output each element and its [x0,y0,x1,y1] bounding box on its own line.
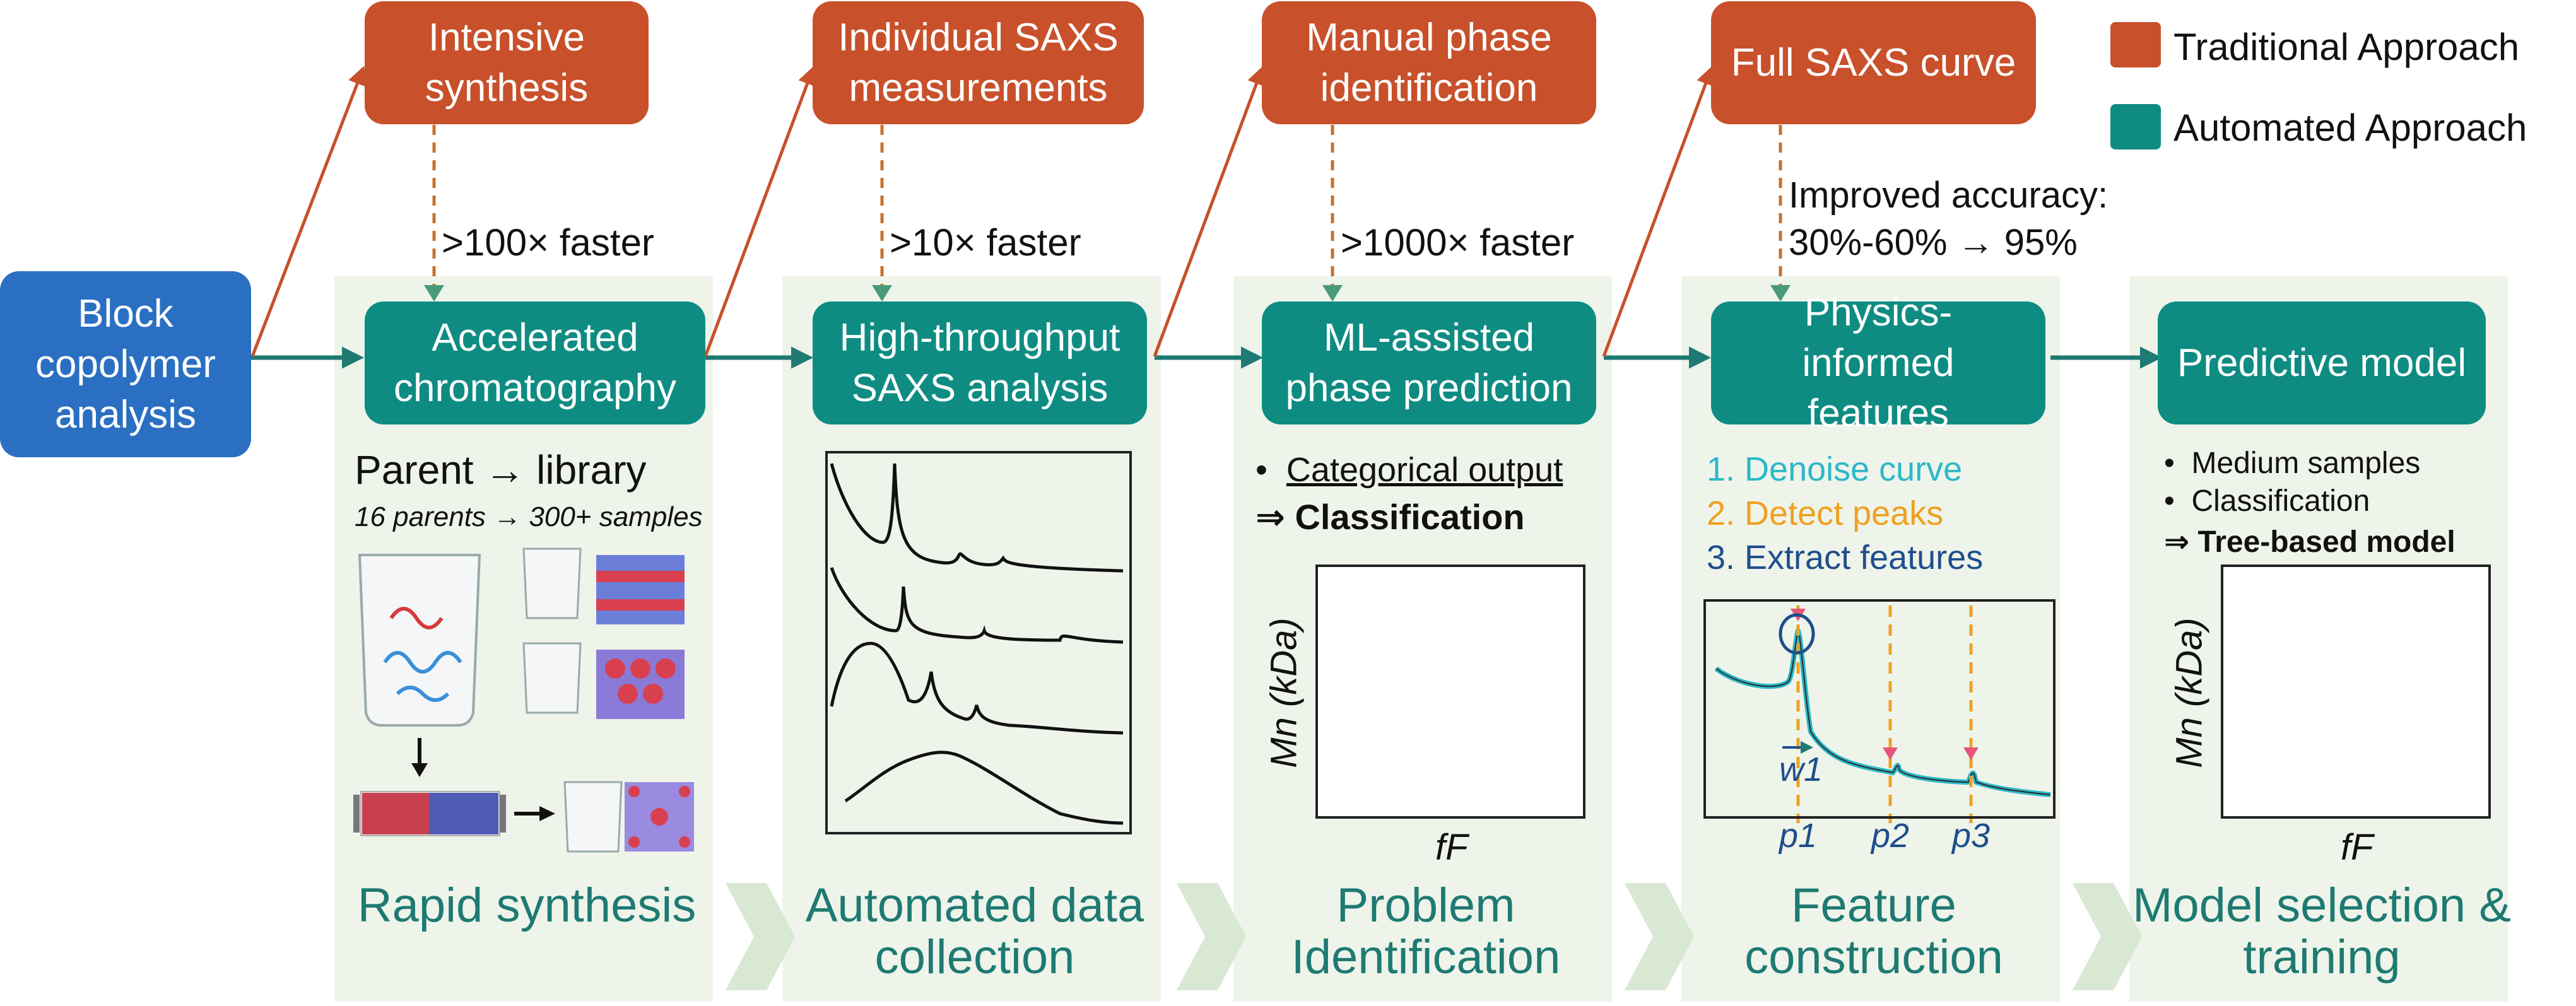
width-label: w1 [1779,751,1823,788]
model-bullet-1: • Medium samples [2164,447,2421,480]
traditional-box-saxs-curve: Full SAXS curve [1711,1,2036,124]
synthesis-subtitle: 16 parents → 300+ samples [355,501,703,532]
automated-box-saxs: High-throughput SAXS analysis [813,301,1147,424]
stage-features: Feature construction [1744,879,2003,984]
feature-step-peaks: 2. Detect peaks [1707,494,1944,532]
stage-model: Model selection & training [2132,879,2511,984]
start-box: Block copolymer analysis [0,271,251,457]
feature-step-denoise: 1. Denoise curve [1707,450,1963,488]
problem-result: ⇒ Classification [1256,497,1525,537]
legend-traditional-label: Traditional Approach [2173,26,2520,68]
saxs-plot-frame [825,451,1132,834]
problem-xlabel: fF [1435,827,1468,868]
stage-problem: Problem Identification [1291,879,1561,984]
traditional-arrows [250,66,1715,357]
feature-plot-frame [1703,599,2056,819]
traditional-box-phase-id: Manual phase identification [1262,1,1596,124]
model-bullet-2-text: Classification [2191,484,2370,518]
model-ylabel: Mn (kDa) [2168,617,2210,768]
peak-label-3: p3 [1952,817,1991,855]
model-result: ⇒ Tree-based model [2164,525,2455,559]
peak-label-1: p1 [1779,817,1818,855]
automated-box-predictive: Predictive model [2158,301,2486,424]
stage-collection: Automated data collection [805,879,1144,984]
legend-traditional-swatch [2110,22,2161,67]
feature-step-extract: 3. Extract features [1707,539,1984,576]
model-scatter-frame [2221,564,2491,819]
accuracy-value: 30%-60% → 95% [1789,222,2078,263]
legend-automated-label: Automated Approach [2173,107,2527,149]
speedup-synthesis: >100× faster [442,221,654,264]
peak-label-2: p2 [1871,817,1910,855]
accuracy-label: Improved accuracy: [1789,175,2108,216]
model-bullet-2: • Classification [2164,484,2370,518]
stage-synthesis: Rapid synthesis [357,879,697,932]
problem-bullet: • Categorical output [1256,451,1563,489]
speedup-collection: >10× faster [890,221,1081,264]
speedup-arrowheads [424,285,1791,301]
synthesis-title: Parent → library [355,447,647,493]
phase-scatter-frame [1315,564,1585,819]
problem-bullet-text: Categorical output [1286,451,1563,489]
legend-automated-swatch [2110,104,2161,149]
problem-ylabel: Mn (kDa) [1263,617,1305,768]
model-bullet-1-text: Medium samples [2191,447,2421,480]
traditional-box-synthesis: Intensive synthesis [365,1,649,124]
feature-curve [1714,605,2051,823]
automated-box-chromatography: Accelerated chromatography [365,301,705,424]
traditional-box-saxs: Individual SAXS measurements [813,1,1144,124]
model-xlabel: fF [2341,827,2373,868]
synthesis-illustration [353,547,694,853]
automated-box-physics: Physics-informed features [1711,291,2045,435]
speedup-problem: >1000× faster [1341,221,1575,264]
speedup-arrows [432,125,1782,287]
automated-box-ml: ML-assisted phase prediction [1262,301,1596,424]
chevrons [726,883,2142,990]
saxs-curves [830,463,1124,825]
